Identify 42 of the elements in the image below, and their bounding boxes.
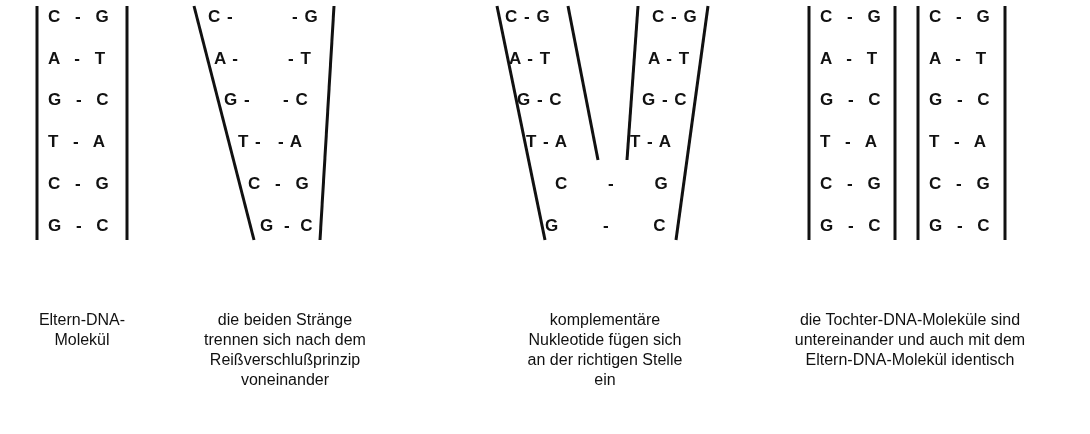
base-pair-label: C - [208, 7, 233, 27]
base-pair-label: C - G [652, 7, 697, 27]
base-pair-label: C - G [929, 7, 990, 27]
base-pair-label: G - C [642, 90, 687, 110]
base-pair-label: G - C [929, 216, 990, 236]
base-pair-label: A - T [648, 49, 690, 69]
base-pair-label: G - C [929, 90, 990, 110]
base-pair-label: C - G [820, 7, 881, 27]
base-pair-label: A - T [509, 49, 551, 69]
caption-text: die beiden Stränge trennen sich nach dem Reißverschlußprinzip voneinander [203, 310, 367, 390]
base-pair-label: - A [278, 132, 303, 152]
base-pair-label: C - G [505, 7, 550, 27]
base-pair-label: - T [288, 49, 311, 69]
base-pair-label: G - C [48, 216, 109, 236]
base-pair-label: C - G [48, 7, 109, 27]
base-pair-label: C - G [820, 174, 881, 194]
base-pair-label: C - G [48, 174, 109, 194]
base-pair-label: C - G [555, 174, 668, 194]
base-pair-label: T - A [630, 132, 672, 152]
base-pair-label: C - G [929, 174, 990, 194]
caption-text: Eltern-DNA-Molekül [37, 310, 127, 350]
base-pair-label: A - [214, 49, 239, 69]
base-pair-label: - C [283, 90, 308, 110]
base-pair-label: T - A [820, 132, 878, 152]
base-pair-label: G - C [820, 90, 881, 110]
base-pair-label: T - A [929, 132, 987, 152]
base-pair-label: G - C [545, 216, 666, 236]
base-pair-label: T - A [48, 132, 106, 152]
base-pair-label: - G [292, 7, 318, 27]
base-pair-label: A - T [929, 49, 987, 69]
base-pair-label: G - [224, 90, 250, 110]
caption-text: komplementäre Nukleotide fügen sich an der richtigen Stelle ein [526, 310, 684, 390]
base-pair-label: A - T [48, 49, 106, 69]
base-pair-label: G - C [260, 216, 313, 236]
base-pair-label: G - C [820, 216, 881, 236]
base-pair-label: A - T [820, 49, 878, 69]
base-pair-label: T - [238, 132, 261, 152]
caption-text: die Tochter-DNA-Moleküle sind untereinander und auch mit dem Eltern-DNA-Molekül identisch [793, 310, 1027, 370]
base-pair-label: T - A [526, 132, 568, 152]
base-pair-label: C - G [248, 174, 309, 194]
base-pair-label: G - C [48, 90, 109, 110]
base-pair-label: G - C [517, 90, 562, 110]
